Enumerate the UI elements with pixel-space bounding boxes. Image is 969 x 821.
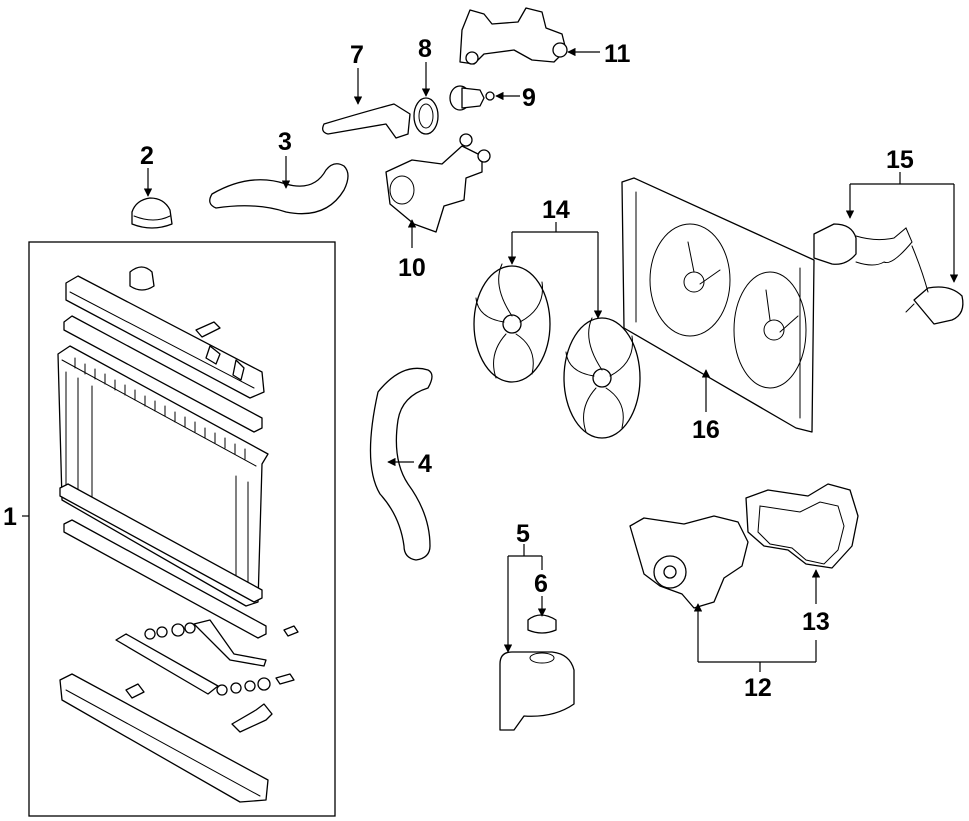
radiator-drain-fittings [115,619,299,733]
water-pump [629,515,749,609]
radiator-core [57,345,269,607]
radiator-upper-gasket [63,315,263,433]
cooling-fan-right [563,317,641,439]
inlet-gasket [413,97,439,135]
lower-radiator-hose [369,367,433,561]
water-outlet-housing [385,133,491,233]
callout-1: 1 [3,503,17,531]
radiator-lower-tank [59,673,269,803]
cooling-fan-left [473,263,551,383]
thermostat [449,85,495,111]
callout-5: 5 [516,520,530,548]
radiator-cap [131,197,173,229]
water-bypass-housing [459,7,568,65]
radiator-upper-tank [65,266,265,399]
coolant-reservoir [499,651,575,731]
water-inlet-pipe [322,103,411,139]
callout-8: 8 [418,35,432,63]
callout-4: 4 [418,450,432,478]
callout-9: 9 [522,84,536,112]
callout-6: 6 [534,570,548,598]
callout-10: 10 [398,254,426,282]
fan-motor-left [813,223,913,266]
callout-7: 7 [350,41,364,69]
callout-3: 3 [278,128,292,156]
callout-labels: 1 2 3 4 5 6 7 8 9 10 11 12 13 14 15 16 [3,35,914,702]
fan-shroud [621,177,815,433]
callout-16: 16 [692,416,720,444]
callout-15: 15 [886,146,914,174]
reservoir-cap [527,614,557,634]
callout-11: 11 [604,40,631,68]
callout-13: 13 [802,608,830,636]
radiator-lower-gasket [63,519,267,639]
callout-14: 14 [542,196,570,224]
radiator-assembly-group [22,241,336,817]
callout-12: 12 [744,674,772,702]
callout-2: 2 [140,142,154,170]
radiator-assembly-frame [28,241,336,817]
upper-radiator-hose [209,163,349,215]
fan-motor-right [905,245,964,325]
water-pump-gasket [745,483,859,569]
